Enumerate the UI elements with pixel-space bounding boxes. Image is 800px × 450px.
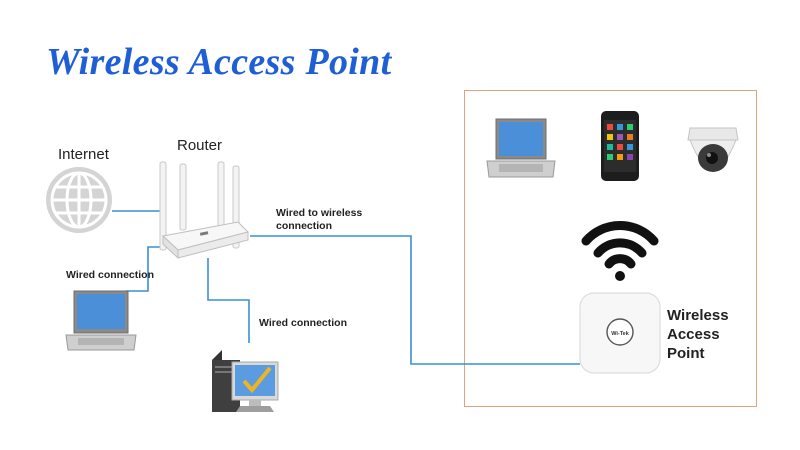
router-label: Router — [177, 137, 223, 154]
wired-connection-laptop-label: Wired connection — [66, 269, 154, 281]
ap-logo-text: Wi-Tek — [611, 331, 630, 337]
wifi-dot — [615, 271, 625, 281]
wired-connection-desktop-label: Wired connection — [259, 317, 347, 329]
globe-icon — [46, 167, 112, 233]
access-point-label-line2: Access — [667, 326, 720, 343]
access-point-icon — [579, 292, 661, 374]
wifi-icon — [581, 220, 659, 269]
internet-label: Internet — [58, 146, 109, 163]
laptop-icon — [65, 290, 137, 351]
cable-router-ap — [250, 235, 580, 365]
diagram-title: Wireless Access Point — [46, 41, 392, 83]
dome-camera-icon — [687, 127, 739, 172]
router-icon — [159, 161, 249, 260]
access-point-label-line1: Wireless — [667, 307, 729, 324]
cable-router-desktop — [207, 258, 250, 343]
access-point-label-line3: Point — [667, 345, 705, 362]
desktop-pc-icon — [212, 350, 279, 412]
wireless-devices-box — [464, 90, 757, 407]
wired-to-wireless-label: Wired to wireless connection — [276, 207, 363, 232]
smartphone-icon — [601, 111, 639, 181]
laptop-icon — [486, 118, 556, 178]
access-point-label: Wireless Access Point — [667, 306, 729, 363]
